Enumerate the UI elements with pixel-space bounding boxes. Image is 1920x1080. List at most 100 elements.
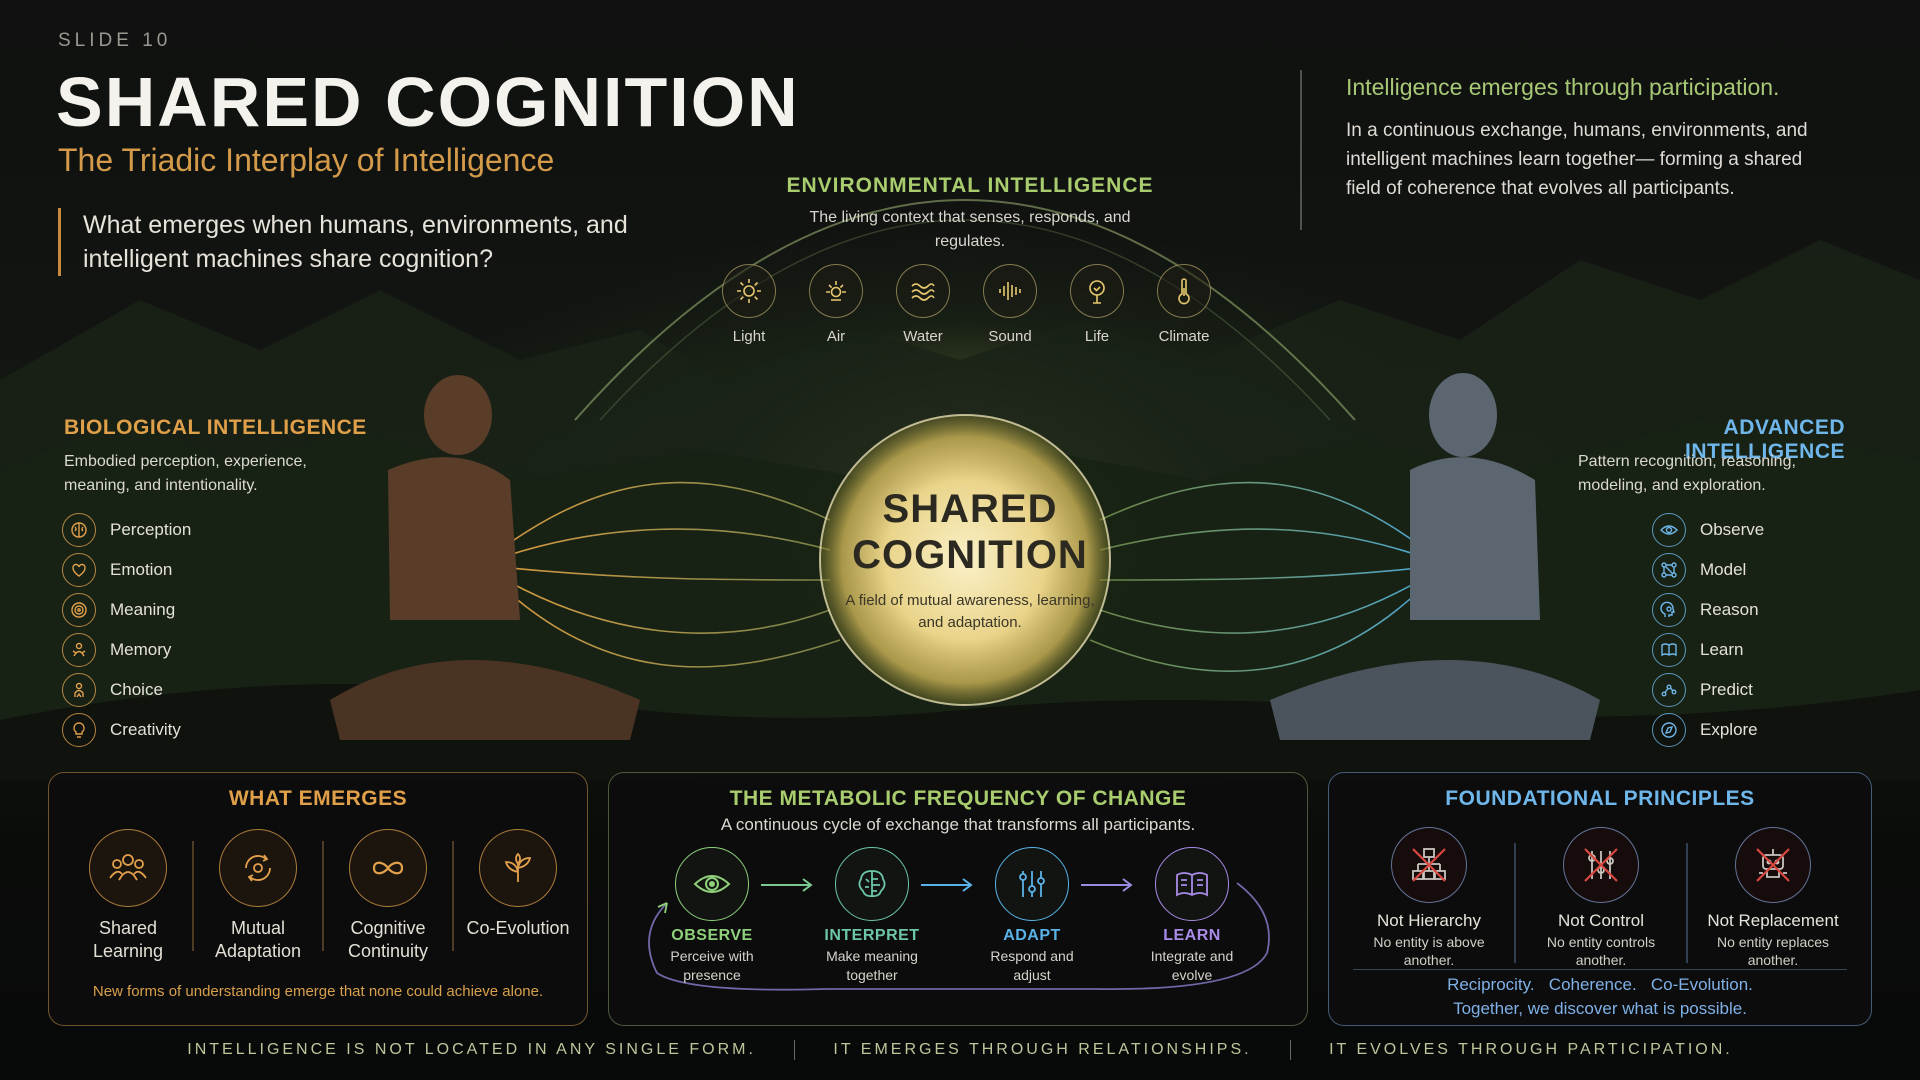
emerges-item-shared-learning: Shared Learning xyxy=(63,829,193,963)
tagline-separator xyxy=(1289,1040,1292,1060)
list-item: Model xyxy=(1652,550,1764,590)
sliders-icon xyxy=(995,847,1069,921)
principles-divider xyxy=(1353,969,1847,970)
cycle-loop-arrow xyxy=(648,882,1270,991)
principles-panel: FOUNDATIONAL PRINCIPLES Not Hierarchy No… xyxy=(1328,772,1872,1026)
list-item: Perception xyxy=(62,510,191,550)
header-divider xyxy=(1300,70,1302,230)
target-icon xyxy=(62,593,96,627)
env-item-sound: Sound xyxy=(983,264,1037,345)
emergence-heading: Intelligence emerges through participati… xyxy=(1346,74,1780,100)
env-item-air: Air xyxy=(809,264,863,345)
biological-description: Embodied perception, experience, meaning… xyxy=(64,453,307,494)
env-item-water: Water xyxy=(896,264,950,345)
sliders-crossed-icon xyxy=(1563,827,1639,903)
sun-rays-icon xyxy=(809,264,863,318)
compass-icon xyxy=(1652,713,1686,747)
eye-icon xyxy=(1652,513,1686,547)
group-icon xyxy=(89,829,167,907)
person-icon xyxy=(62,673,96,707)
list-item: Creativity xyxy=(62,710,191,750)
environment-dome xyxy=(574,199,1356,421)
network-icon xyxy=(1652,553,1686,587)
head-gear-icon xyxy=(1652,593,1686,627)
page-title: SHARED COGNITION xyxy=(56,63,800,141)
core-description: A field of mutual awareness, learning, a… xyxy=(845,592,1095,631)
env-item-life: Life xyxy=(1070,264,1124,345)
brain-icon xyxy=(835,847,909,921)
cycle-step-learn: LEARN Integrate and evolve xyxy=(1137,847,1247,985)
list-item: Emotion xyxy=(62,550,191,590)
environmental-icons: Light Air Water Sound Life xyxy=(722,264,1211,345)
advanced-list: Observe Model Reason Learn Predict Explo… xyxy=(1652,510,1764,750)
right-energy-stream xyxy=(1089,481,1446,673)
hierarchy-crossed-icon xyxy=(1391,827,1467,903)
principle-not-hierarchy: Not Hierarchy No entity is above another… xyxy=(1343,827,1515,969)
slide-number: SLIDE 10 xyxy=(58,30,172,51)
biological-list: Perception Emotion Meaning Memory Choice… xyxy=(62,510,191,750)
environmental-title: ENVIRONMENTAL INTELLIGENCE xyxy=(786,174,1154,197)
sun-icon xyxy=(722,264,776,318)
tagline-separator xyxy=(793,1040,796,1060)
waves-icon xyxy=(896,264,950,318)
sprout-icon xyxy=(479,829,557,907)
advanced-description: Pattern recognition, reasoning, modeling… xyxy=(1578,453,1796,494)
what-emerges-title: WHAT EMERGES xyxy=(228,787,408,810)
core-title: SHARED COGNITION xyxy=(852,487,1088,577)
bottom-tagline: INTELLIGENCE IS NOT LOCATED IN ANY SINGL… xyxy=(187,1040,1733,1060)
left-energy-stream xyxy=(479,481,841,668)
metabolic-title: THE METABOLIC FREQUENCY OF CHANGE xyxy=(729,787,1187,810)
people-icon xyxy=(62,633,96,667)
emerges-item-cognitive-continuity: Cognitive Continuity xyxy=(322,829,453,963)
list-item: Memory xyxy=(62,630,191,670)
cycle-arrows-icon xyxy=(219,829,297,907)
list-item: Meaning xyxy=(62,590,191,630)
env-item-light: Light xyxy=(722,264,776,345)
brain-icon xyxy=(62,513,96,547)
list-item: Choice xyxy=(62,670,191,710)
open-book-icon xyxy=(1155,847,1229,921)
tree-icon xyxy=(1070,264,1124,318)
human-figure xyxy=(330,375,640,740)
page-subtitle: The Triadic Interplay of Intelligence xyxy=(58,142,555,178)
biological-title: BIOLOGICAL INTELLIGENCE xyxy=(64,416,367,439)
soundwave-icon xyxy=(983,264,1037,318)
advanced-title: ADVANCED INTELLIGENCE xyxy=(1684,416,1845,463)
list-item: Learn xyxy=(1652,630,1764,670)
arrow-right-icon xyxy=(921,878,973,892)
list-item: Explore xyxy=(1652,710,1764,750)
cycle-step-interpret: INTERPRET Make meaning together xyxy=(817,847,927,985)
what-emerges-footer: New forms of understanding emerge that n… xyxy=(92,983,544,1000)
lead-question: What emerges when humans, environments, … xyxy=(58,208,638,276)
infinity-icon xyxy=(349,829,427,907)
arrow-right-icon xyxy=(1081,878,1133,892)
list-item: Observe xyxy=(1652,510,1764,550)
robot-figure xyxy=(1270,373,1600,740)
principle-not-control: Not Control No entity controls another. xyxy=(1514,827,1687,969)
robot-crossed-icon xyxy=(1735,827,1811,903)
heart-icon xyxy=(62,553,96,587)
environmental-description: The living context that senses, responds… xyxy=(809,209,1131,250)
principles-footer: Reciprocity. Coherence. Co-Evolution. To… xyxy=(1447,975,1753,1018)
cycle-step-adapt: ADAPT Respond and adjust xyxy=(977,847,1087,985)
list-item: Predict xyxy=(1652,670,1764,710)
env-item-climate: Climate xyxy=(1157,264,1211,345)
lightbulb-icon xyxy=(62,713,96,747)
arrow-right-icon xyxy=(761,878,813,892)
eye-icon xyxy=(675,847,749,921)
principle-not-replacement: Not Replacement No entity replaces anoth… xyxy=(1686,827,1859,969)
shared-cognition-orb xyxy=(820,415,1110,705)
emerges-item-co-evolution: Co-Evolution xyxy=(452,829,583,963)
metabolic-panel: THE METABOLIC FREQUENCY OF CHANGE A cont… xyxy=(608,772,1308,1026)
list-item: Reason xyxy=(1652,590,1764,630)
metabolic-subtitle: A continuous cycle of exchange that tran… xyxy=(720,815,1196,834)
thermometer-icon xyxy=(1157,264,1211,318)
open-book-icon xyxy=(1652,633,1686,667)
principles-title: FOUNDATIONAL PRINCIPLES xyxy=(1445,787,1755,810)
emergence-body: In a continuous exchange, humans, enviro… xyxy=(1346,120,1808,199)
emerges-item-mutual-adaptation: Mutual Adaptation xyxy=(192,829,323,963)
graph-icon xyxy=(1652,673,1686,707)
cycle-step-observe: OBSERVE Perceive with presence xyxy=(657,847,767,985)
